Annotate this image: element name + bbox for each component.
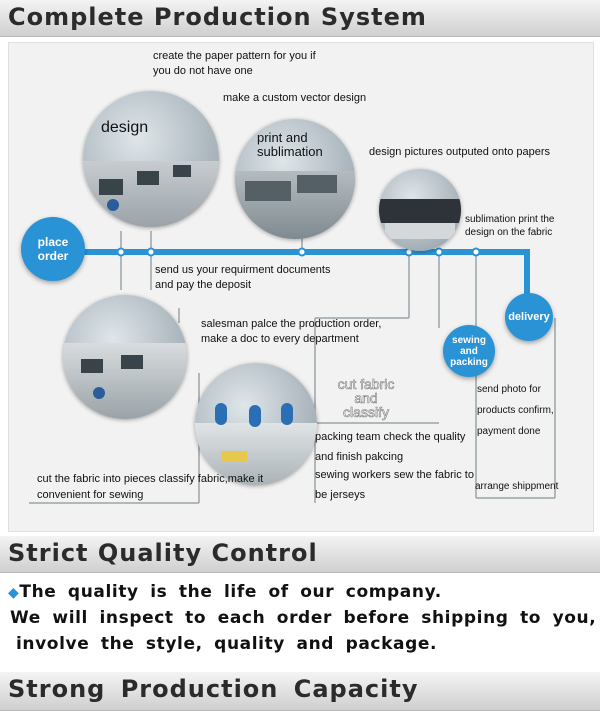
note-vector-design: make a custom vector design <box>223 92 367 104</box>
section-header-capacity: Strong Production Capacity <box>0 672 600 711</box>
delivery-label: delivery <box>508 311 550 323</box>
note-cut-fabric: cut the fabric into pieces classify fabr… <box>37 473 264 501</box>
production-flow-diagram: design print and sublimation cut fabric … <box>8 42 594 532</box>
section-header-production: Complete Production System <box>0 0 600 37</box>
section-title: Strong Production Capacity <box>8 675 419 703</box>
note-sewing: sewing workers sew the fabric to be jers… <box>315 469 474 501</box>
cut-classify-label: cut fabric and classify <box>337 376 395 420</box>
note-outputted: design pictures outputed onto papers <box>369 146 551 158</box>
quality-line-2: We will inspect to each order before shi… <box>10 608 597 628</box>
design-office-photo <box>83 91 219 227</box>
sewing-packing-label: sewing and packing <box>450 334 488 368</box>
place-order-label: place order <box>37 235 69 263</box>
note-photo-confirm: send photo for products confirm, payment… <box>477 384 554 437</box>
place-order-node: place order <box>21 217 85 281</box>
note-requirement: send us your requirment documents and pa… <box>155 264 331 291</box>
note-salesman: salesman palce the production order, mak… <box>201 318 382 345</box>
note-sublimation: sublimation print the design on the fabr… <box>465 214 555 238</box>
cutting-room-photo <box>195 363 317 485</box>
printing-room-photo <box>235 119 355 239</box>
section-header-quality: Strict Quality Control <box>0 536 600 573</box>
sewing-packing-node: sewing and packing <box>443 325 495 377</box>
section-title: Complete Production System <box>8 3 427 31</box>
note-shipment: arrange shippment <box>475 481 559 492</box>
print-sublimation-label: print and sublimation <box>257 130 323 159</box>
bullet-diamond-icon: ◆ <box>8 585 20 601</box>
sublimation-machine-photo <box>379 169 461 251</box>
delivery-node: delivery <box>505 293 553 341</box>
design-label: design <box>101 119 149 136</box>
note-pattern: create the paper pattern for you if you … <box>153 50 316 77</box>
quality-line-1: ◆The quality is the life of our company. <box>8 582 442 602</box>
section-title: Strict Quality Control <box>8 539 318 567</box>
note-packing: packing team check the quality and finis… <box>315 431 466 463</box>
sales-office-photo <box>63 295 187 419</box>
quality-line-3: involve the style, quality and package. <box>16 634 438 654</box>
